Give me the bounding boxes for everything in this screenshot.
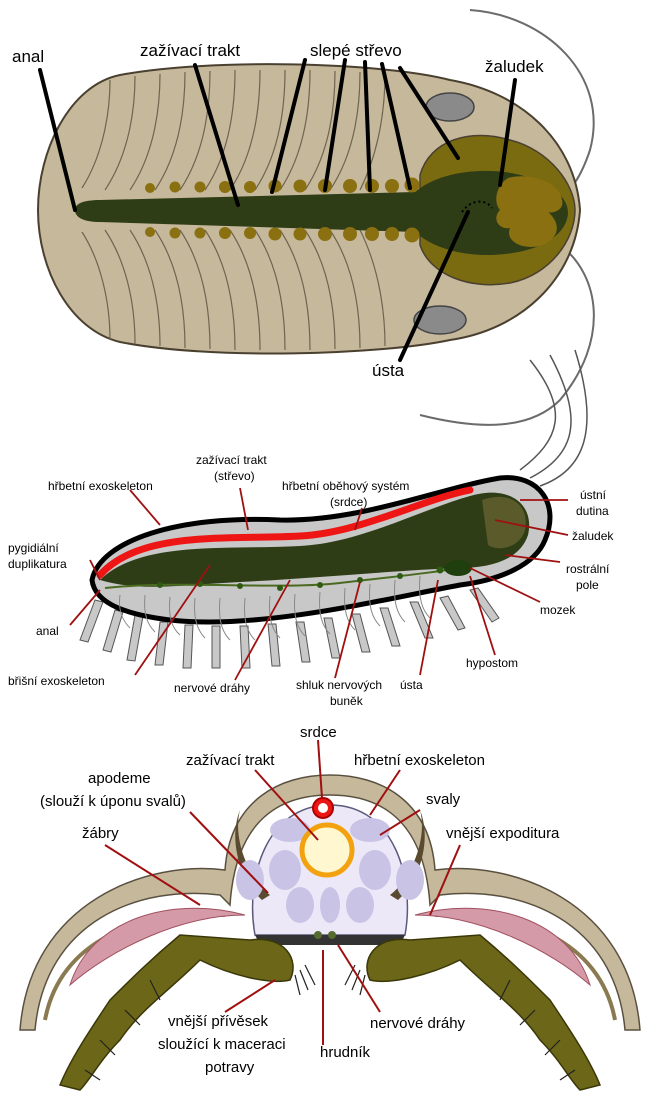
ventral-plate (255, 935, 405, 945)
antenna-3 (539, 349, 588, 487)
label-gut: zažívací trakt (140, 41, 240, 60)
gill-left (69, 907, 246, 987)
label-brain: mozek (540, 603, 576, 617)
side-gut (100, 492, 530, 587)
panel-cross-section: srdce zažívací trakt hřbetní exoskeleton… (19, 724, 641, 1091)
label-nerve: nervové dráhy (174, 681, 250, 695)
label-pyg-a: pygidiální (8, 541, 59, 555)
muscles (236, 818, 424, 923)
label-muscles: svaly (426, 791, 461, 808)
label-gnatho-a: vnější přívěsek (168, 1013, 269, 1030)
side-heart (96, 486, 474, 579)
label-circ-b: (srdce) (330, 495, 367, 509)
leg-right (366, 934, 602, 1091)
genal-spine-lower (419, 244, 595, 426)
label-apodeme-b: (slouží k úponu svalů) (40, 793, 186, 810)
label-dorsal-exo: hřbetní exoskeleton (354, 752, 485, 769)
panel1-leader-lines (38, 58, 517, 362)
label-hypostome: hypostom (466, 656, 518, 670)
side-ganglia (157, 566, 444, 591)
heart-inner (318, 803, 328, 813)
label-gut: zažívací trakt (186, 752, 275, 769)
side-brain (444, 560, 472, 576)
label-caeca: slepé střevo (310, 41, 402, 60)
antenna-2 (529, 354, 572, 479)
label-thorax: hrudník (320, 1044, 371, 1061)
label-apodeme-a: apodeme (88, 770, 151, 787)
eye-lower (413, 305, 467, 335)
label-ganglia-a: shluk nervových (296, 678, 382, 692)
nerve-cord (314, 931, 336, 939)
label-heart: srdce (300, 724, 337, 741)
panel-dorsal-view: anal zažívací trakt slepé střevo žaludek… (12, 9, 595, 426)
label-gnatho-b: sloužící k maceraci (158, 1036, 286, 1053)
gut-tract (75, 170, 568, 256)
side-nerve-cord (104, 565, 471, 589)
label-ganglia-b: buněk (330, 694, 364, 708)
label-dorsal-exo: hřbetní exoskeleton (48, 479, 153, 493)
label-oral-b: dutina (576, 504, 609, 518)
label-stomach: žaludek (485, 57, 544, 76)
gill-right (414, 907, 591, 987)
gut-cross-section (299, 822, 355, 878)
panel2-leader-lines (69, 487, 569, 681)
label-rostral-b: pole (576, 578, 599, 592)
label-gnatho-c: potravy (205, 1059, 255, 1076)
label-circ-a: hřbetní oběhový systém (282, 479, 409, 493)
label-mouth: ústa (372, 361, 405, 380)
label-stomach: žaludek (572, 529, 614, 543)
label-rostral-a: rostrální (566, 562, 610, 576)
label-pyg-b: duplikatura (8, 557, 67, 571)
antenna-1 (519, 359, 557, 471)
label-ventral-exo: břišní exoskeleton (8, 674, 105, 688)
pleural-segments (81, 69, 386, 351)
label-nerve: nervové dráhy (370, 1015, 466, 1032)
label-gut-b: (střevo) (214, 469, 255, 483)
stomach-lobes (496, 176, 563, 247)
dorsal-exoskeleton-arch (19, 774, 641, 1031)
label-anal: anal (36, 624, 59, 638)
panel3-leader-lines (104, 739, 461, 1045)
label-exopodite: vnější expoditura (446, 825, 560, 842)
panel-side-view: hřbetní exoskeleton zažívací trakt (stře… (8, 349, 614, 708)
leg-left (58, 934, 294, 1091)
digestive-caeca (145, 177, 420, 243)
label-anal: anal (12, 47, 44, 66)
label-mouth: ústa (400, 678, 423, 692)
label-gills: žábry (82, 825, 119, 842)
label-gut-a: zažívací trakt (196, 453, 267, 467)
leg-spines (84, 964, 576, 1081)
side-segments (119, 575, 431, 641)
label-oral-a: ústní (580, 488, 607, 502)
